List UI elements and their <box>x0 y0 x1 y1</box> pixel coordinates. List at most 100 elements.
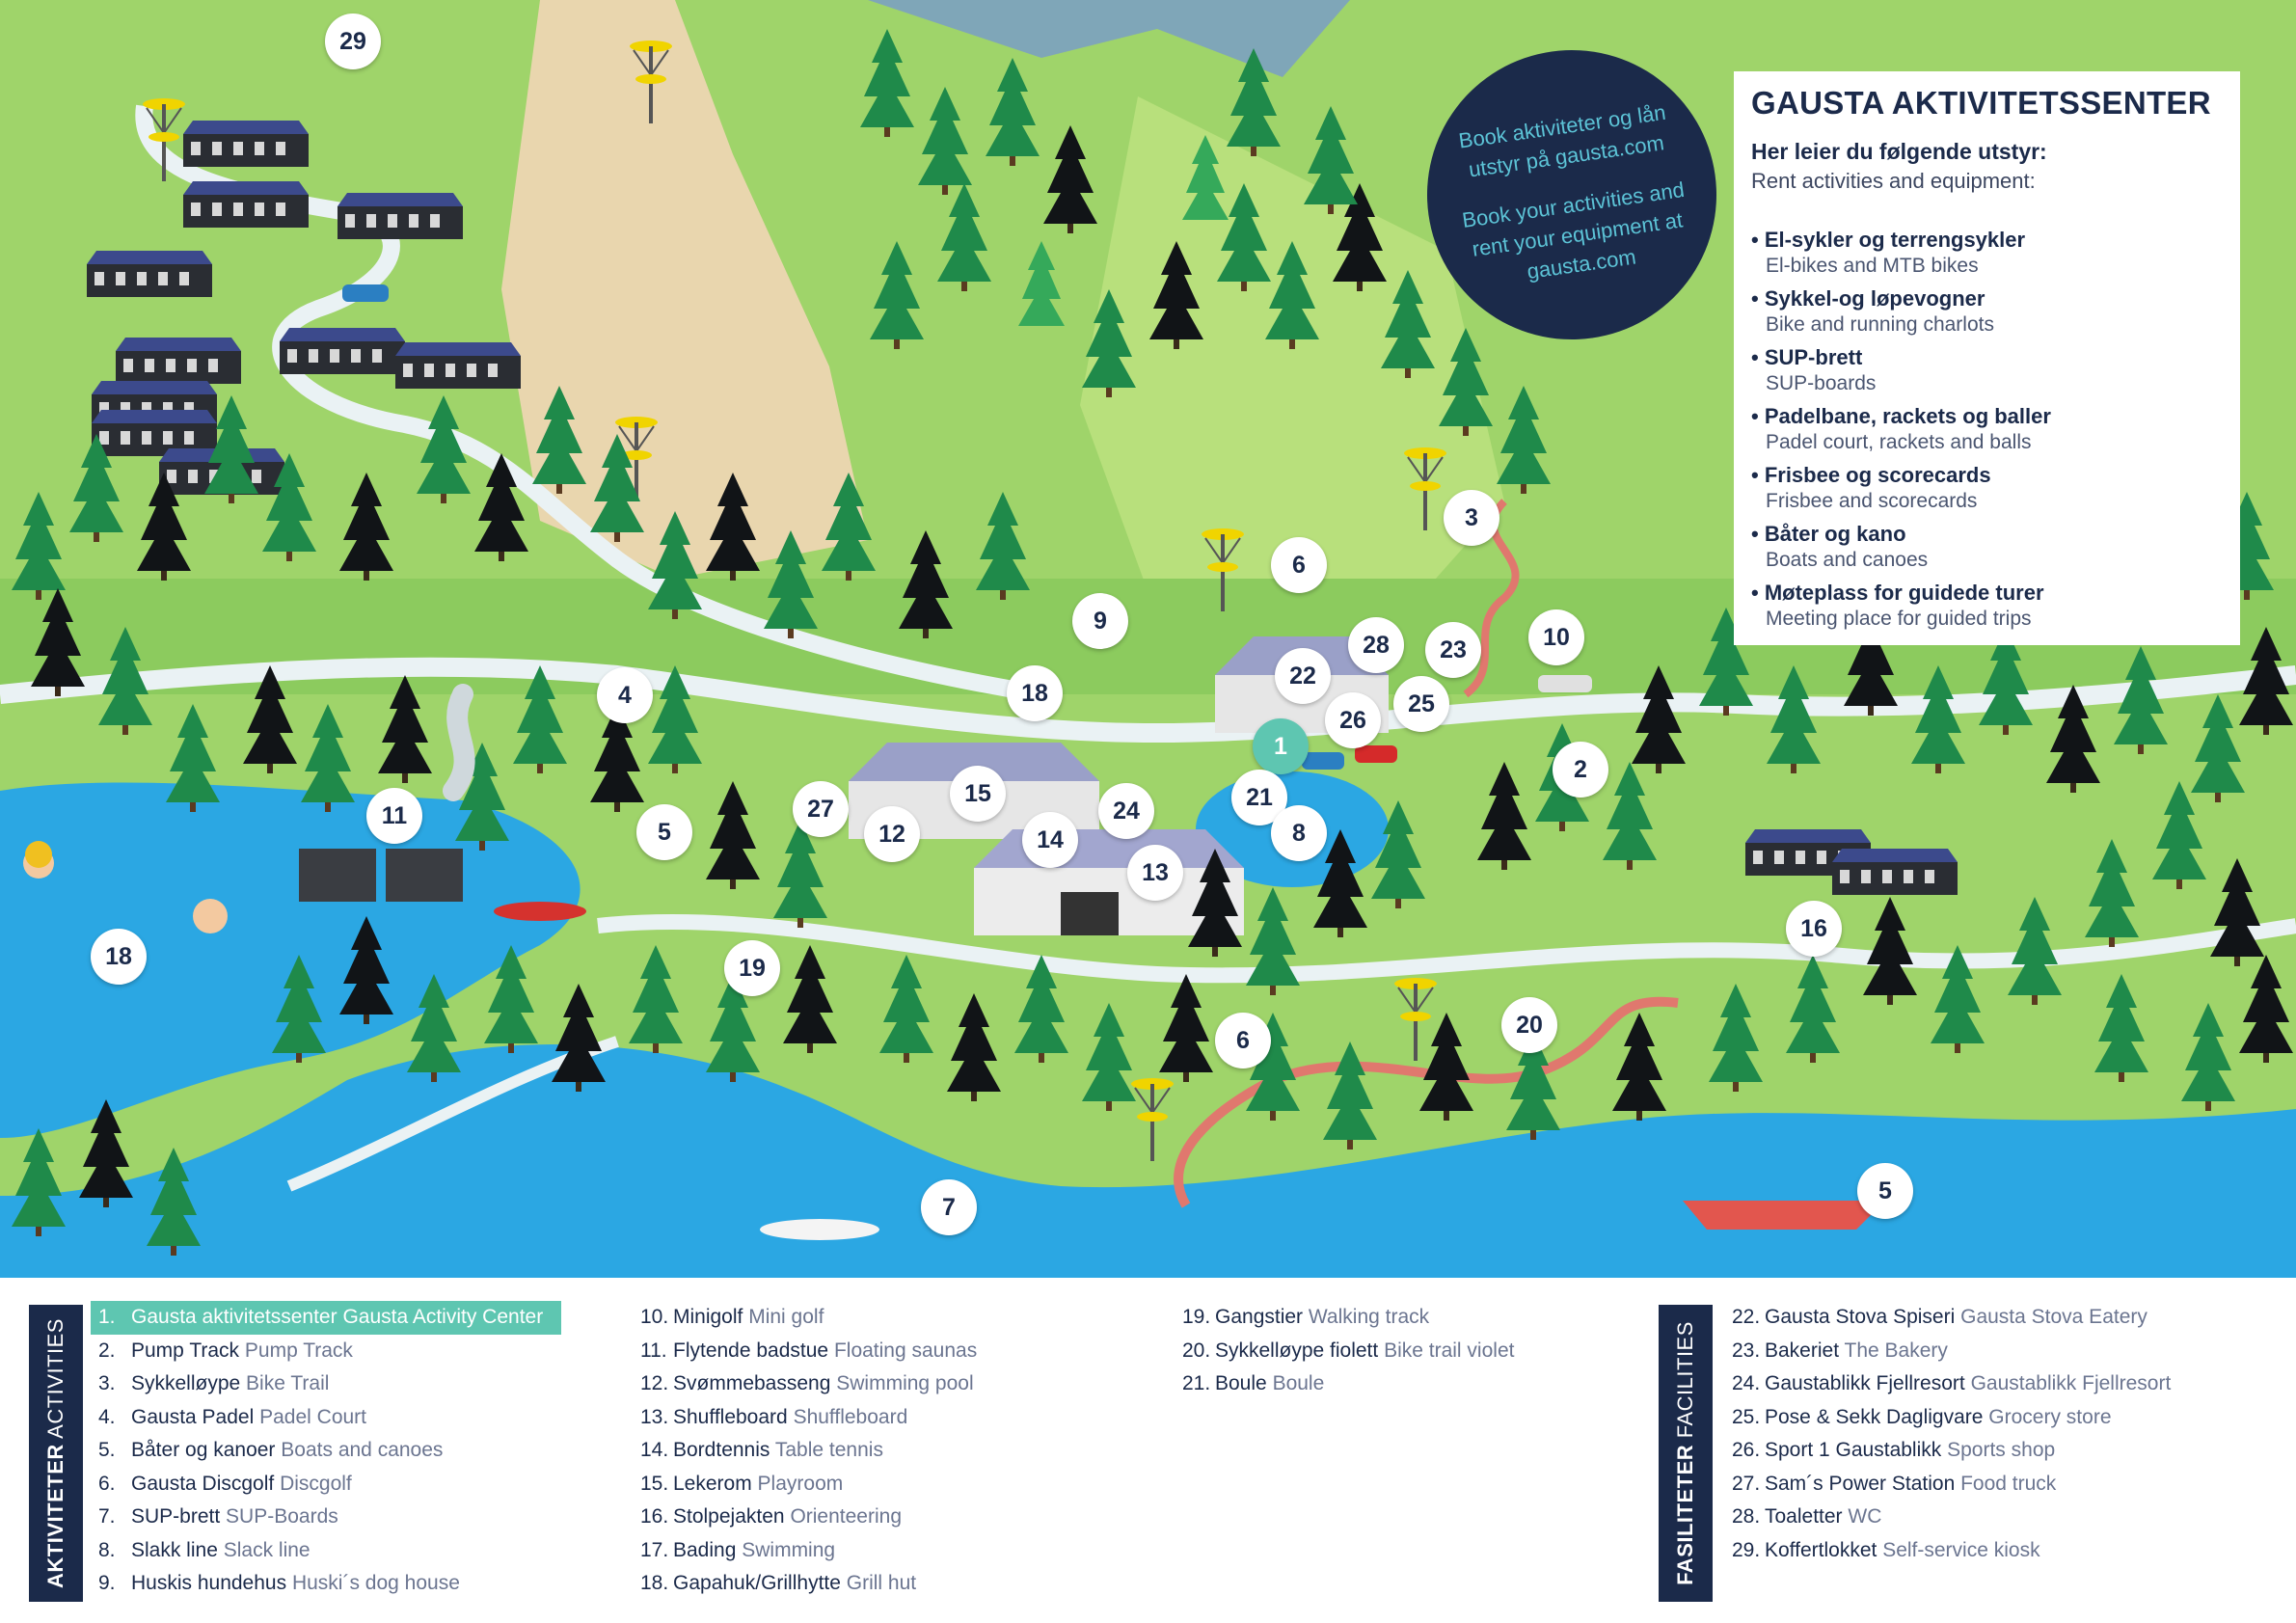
equipment-no: • SUP-brett <box>1751 345 1863 369</box>
legend-item: 15.Lekerom Playroom <box>633 1468 977 1501</box>
legend-item-english: Padel Court <box>259 1405 367 1428</box>
legend-item-name: Gaustablikk Fjellresort <box>1765 1372 1965 1394</box>
legend-item-number: 29. <box>1732 1538 1761 1561</box>
legend-item-number: 24. <box>1732 1372 1761 1394</box>
map-marker-13[interactable]: 13 <box>1127 845 1183 901</box>
map-marker-6[interactable]: 6 <box>1271 537 1327 593</box>
map-marker-15[interactable]: 15 <box>950 766 1006 822</box>
legend-item-english: Bike trail violet <box>1384 1339 1515 1362</box>
legend-item-name: Gangstier <box>1215 1306 1304 1328</box>
map-marker-1[interactable]: 1 <box>1253 718 1309 774</box>
legend-item-english: Sports shop <box>1947 1439 2056 1461</box>
map-marker-2[interactable]: 2 <box>1553 742 1608 798</box>
map-marker-8[interactable]: 8 <box>1271 805 1327 861</box>
info-subtitle-en: Rent activities and equipment: <box>1751 169 2036 193</box>
legend-item-number: 1. <box>98 1306 116 1328</box>
legend-item-number: 21. <box>1182 1372 1211 1394</box>
map-marker-5b[interactable]: 5 <box>1857 1163 1913 1219</box>
equipment-no: • Båter og kano <box>1751 522 1906 546</box>
legend-item-name: Flytende badstue <box>673 1339 829 1362</box>
legend-item-english: Grill hut <box>846 1572 917 1594</box>
legend-item-number: 25. <box>1732 1405 1761 1428</box>
legend-item-number: 11. <box>640 1339 667 1362</box>
legend-item-number: 23. <box>1732 1339 1761 1362</box>
legend-item-number: 18. <box>640 1572 669 1594</box>
legend-item-name: Stolpejakten <box>673 1505 785 1528</box>
legend-item-english: Gausta Activity Center <box>342 1306 544 1328</box>
legend-item-english: Walking track <box>1308 1306 1430 1328</box>
map-marker-5[interactable]: 5 <box>636 804 692 860</box>
map-marker-11[interactable]: 11 <box>366 788 422 844</box>
legend-item-number: 10. <box>640 1306 669 1328</box>
map-marker-19[interactable]: 19 <box>724 940 780 996</box>
legend-item-english: Mini golf <box>748 1306 824 1328</box>
legend-item-name: Huskis hundehus <box>131 1572 287 1594</box>
legend-item-english: WC <box>1848 1505 1882 1528</box>
legend-item: 5.Båter og kanoer Boats and canoes <box>91 1434 561 1468</box>
legend-item: 10.Minigolf Mini golf <box>633 1301 977 1335</box>
legend-item-number: 16. <box>640 1505 669 1528</box>
map-marker-27[interactable]: 27 <box>793 781 849 837</box>
map-marker-20[interactable]: 20 <box>1501 997 1557 1053</box>
legend-item-number: 9. <box>98 1572 116 1594</box>
map-marker-22[interactable]: 22 <box>1275 648 1331 704</box>
map-marker-9[interactable]: 9 <box>1072 593 1128 649</box>
facilities-label-bar: FASILITETER FACILITIES <box>1659 1305 1713 1602</box>
legend-item: 17.Bading Swimming <box>633 1534 977 1568</box>
legend-item: 6.Gausta Discgolf Discgolf <box>91 1468 561 1501</box>
legend-item-name: Gausta Stova Spiseri <box>1765 1306 1956 1328</box>
legend-item-name: Pose & Sekk Dagligvare <box>1765 1405 1984 1428</box>
map-marker-7[interactable]: 7 <box>921 1179 977 1235</box>
info-subtitle-no: Her leier du følgende utstyr: <box>1751 139 2047 164</box>
map-marker-3[interactable]: 3 <box>1444 490 1499 546</box>
map-marker-10[interactable]: 10 <box>1528 609 1584 665</box>
legend-item: 26.Sport 1 Gaustablikk Sports shop <box>1724 1434 2171 1468</box>
legend-item-name: Koffertlokket <box>1765 1538 1877 1561</box>
legend-item-name: Lekerom <box>673 1472 752 1495</box>
equipment-no: • Padelbane, rackets og baller <box>1751 404 2051 428</box>
legend-item: 21.Boule Boule <box>1175 1367 1514 1401</box>
legend-item-english: Swimming pool <box>836 1372 974 1394</box>
legend-item-name: Sam´s Power Station <box>1765 1472 1956 1495</box>
legend-item-english: Boule <box>1272 1372 1325 1394</box>
legend-item-name: Pump Track <box>131 1339 240 1362</box>
legend-item: 3.Sykkelløype Bike Trail <box>91 1367 561 1401</box>
equipment-en: Bike and running charlots <box>1766 313 1994 336</box>
legend-item: 4.Gausta Padel Padel Court <box>91 1401 561 1435</box>
legend-item-number: 2. <box>98 1339 116 1362</box>
map-marker-4[interactable]: 4 <box>597 667 653 723</box>
map-marker-26[interactable]: 26 <box>1325 692 1381 748</box>
map-marker-23[interactable]: 23 <box>1425 622 1481 678</box>
legend-item-english: Boats and canoes <box>281 1439 444 1461</box>
map-marker-6b[interactable]: 6 <box>1215 1013 1271 1068</box>
map-marker-16[interactable]: 16 <box>1786 901 1842 957</box>
legend-item-english: Huski´s dog house <box>291 1572 460 1594</box>
legend-item-english: Food truck <box>1960 1472 2057 1495</box>
map-marker-18b[interactable]: 18 <box>91 929 147 985</box>
legend-column-4: 22.Gausta Stova Spiseri Gausta Stova Eat… <box>1724 1301 2171 1567</box>
legend-item-name: Bordtennis <box>673 1439 770 1461</box>
legend-item-name: Bading <box>673 1538 737 1561</box>
legend-item-number: 14. <box>640 1439 669 1461</box>
map-marker-29[interactable]: 29 <box>325 14 381 69</box>
legend-item-number: 7. <box>98 1505 116 1528</box>
legend-item-english: Swimming <box>742 1538 836 1561</box>
legend-item-number: 3. <box>98 1372 116 1394</box>
legend-item: 7.SUP-brett SUP-Boards <box>91 1501 561 1534</box>
legend-item-english: Shuffleboard <box>793 1405 908 1428</box>
map-marker-24[interactable]: 24 <box>1098 783 1154 839</box>
map-marker-28[interactable]: 28 <box>1348 617 1404 673</box>
equipment-no: • Møteplass for guidede turer <box>1751 581 2044 605</box>
legend-item-english: Gausta Stova Eatery <box>1960 1306 2147 1328</box>
map-marker-18[interactable]: 18 <box>1007 665 1063 721</box>
map-marker-25[interactable]: 25 <box>1393 676 1449 732</box>
map-marker-14[interactable]: 14 <box>1022 812 1078 868</box>
map-marker-12[interactable]: 12 <box>864 806 920 862</box>
legend-item-english: Self-service kiosk <box>1882 1538 2040 1561</box>
legend-item-number: 6. <box>98 1472 116 1495</box>
legend-item: 8.Slakk line Slack line <box>91 1534 561 1568</box>
legend-item-number: 27. <box>1732 1472 1761 1495</box>
